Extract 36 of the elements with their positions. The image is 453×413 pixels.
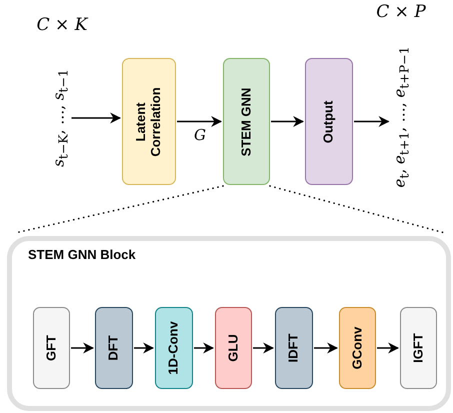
box-label: GConv [350,326,365,372]
block-title: STEM GNN Block [28,247,136,262]
arrow [271,116,304,127]
process-box [33,307,70,389]
dotted-line [269,185,446,234]
arrow [253,342,274,354]
process-box [155,307,193,389]
box-label: STEM GNN [239,86,254,158]
box-label: IGFT [411,332,426,365]
arrow [71,342,94,354]
process-box [339,307,376,389]
input-size-label: C × K [36,15,88,35]
edge-label: G [193,126,207,144]
process-box [122,58,176,185]
arrow [354,116,390,127]
box-label: Output [322,99,336,145]
box-label: Latent Correlation [134,86,164,158]
process-box [95,307,133,389]
process-box [223,58,270,185]
output-size-label: C × P [376,2,426,22]
arrow [134,342,154,354]
process-box [275,307,313,389]
box-label: DFT [106,334,122,363]
block-panel [7,236,451,411]
process-box [305,58,353,185]
process-box [215,307,252,389]
box-label: GLU [226,333,241,364]
arrow [194,342,214,354]
process-box [400,307,437,389]
arrow [177,116,222,127]
box-label: IDFT [286,332,302,364]
arrow [314,342,338,354]
box-label: GFT [44,334,59,363]
arrow [72,112,122,124]
box-label: 1D-Conv [166,320,182,377]
arrow [377,342,400,354]
